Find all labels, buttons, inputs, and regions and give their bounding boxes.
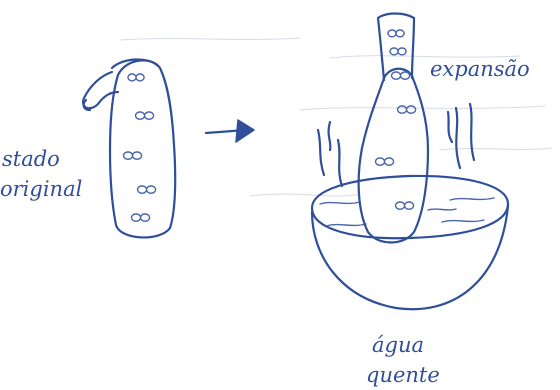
label-hot-water-line1: água: [372, 333, 424, 357]
transition-arrow: [206, 120, 254, 142]
label-original-state-line1: stado: [2, 147, 60, 171]
label-hot-water-line2: quente: [366, 363, 440, 387]
original-holes: [124, 74, 156, 221]
label-expansion: expansão: [430, 57, 530, 81]
expanded-bottle: [359, 14, 428, 243]
original-bottle: [83, 59, 175, 237]
steam-lines: [318, 104, 474, 186]
label-original-state-line2: original: [0, 177, 82, 201]
